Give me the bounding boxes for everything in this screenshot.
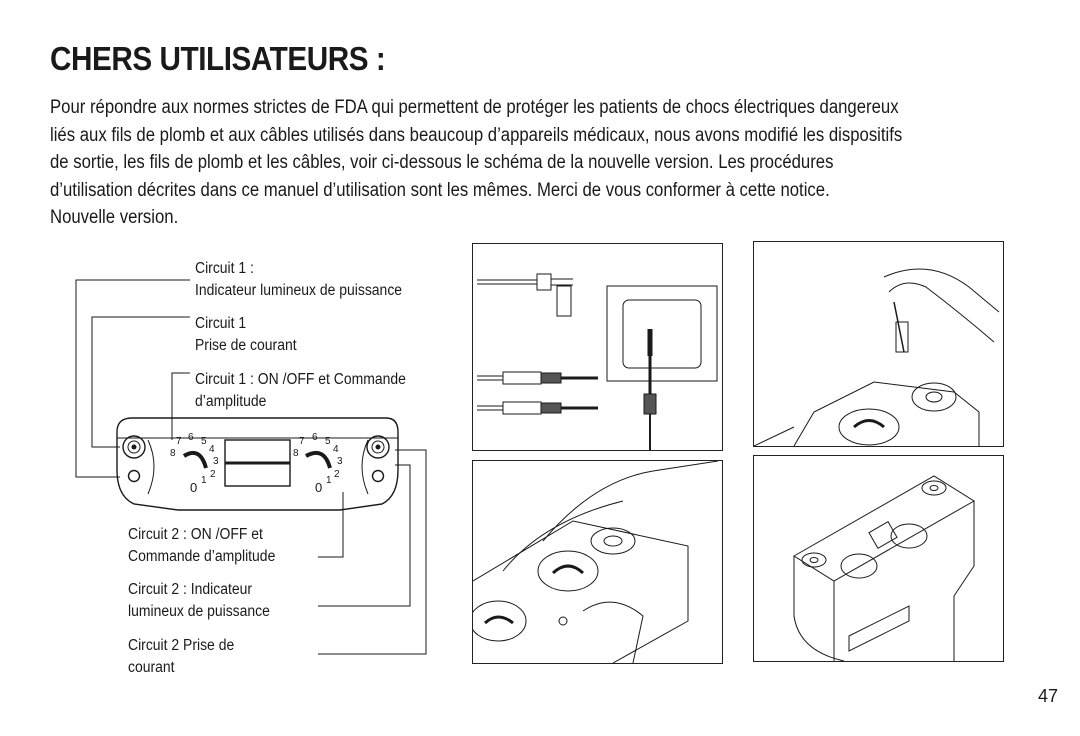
dial-number: 3	[213, 456, 219, 467]
circuit2-indicator-label: Circuit 2 : Indicateur lumineux de puiss…	[128, 581, 270, 620]
dial-number: 4	[333, 444, 339, 455]
circuit2-socket	[366, 435, 390, 459]
intro-line: liés aux fils de plomb et aux câbles uti…	[50, 124, 903, 146]
intro-line: Pour répondre aux normes strictes de FDA…	[50, 97, 899, 118]
leader-line	[318, 449, 427, 655]
hand-plug-illustration	[753, 268, 1000, 447]
device-view-illustration	[793, 475, 975, 662]
intro-line: d’utilisation décrites dans ce manuel d’…	[50, 179, 830, 201]
leader-line	[318, 464, 411, 607]
circuit2-indicator	[371, 469, 385, 483]
dial-number: 8	[293, 448, 299, 459]
dial-number: 8	[170, 448, 176, 459]
hand-dial-illustration	[469, 460, 719, 664]
circuit1-indicator-label: Circuit 1 : Indicateur lumineux de puiss…	[195, 260, 403, 299]
dial-number: 6	[188, 432, 194, 443]
dial-number: 5	[201, 436, 207, 447]
dial-number: 0	[315, 480, 322, 495]
page-number: 47	[1037, 686, 1058, 706]
dial-number: 1	[201, 475, 207, 486]
circuit2-dial	[305, 451, 332, 469]
figure-hand-plug	[753, 241, 1004, 447]
leader-line	[75, 279, 190, 478]
dial-number: 2	[210, 469, 216, 480]
leader-line	[318, 492, 344, 558]
intro-line: Nouvelle version.	[50, 207, 179, 228]
circuit1-onoff-label: Circuit 1 : ON /OFF et Commande d’amplit…	[195, 371, 406, 410]
dial-number: 1	[326, 475, 332, 486]
cables-electrode-illustration	[477, 273, 718, 450]
dial-number: 7	[299, 436, 305, 447]
figure-cables-electrode	[472, 243, 723, 451]
dial-number: 3	[337, 456, 343, 467]
dial-number: 7	[176, 436, 182, 447]
circuit1-socket	[122, 435, 146, 459]
dial-number: 4	[209, 444, 215, 455]
intro-line: de sortie, les fils de plomb et les câbl…	[50, 152, 834, 173]
page-title: CHERS UTILISATEURS :	[50, 40, 386, 77]
dial-number: 5	[325, 436, 331, 447]
device-front-panel: 7 6 5 4 3 2 1 8 0 7 6 5 4 3 2 1 8 0	[75, 279, 427, 655]
figure-hand-dial	[469, 460, 723, 664]
leader-line	[171, 372, 190, 440]
figure-device-view	[753, 455, 1004, 662]
dial-number: 0	[190, 480, 197, 495]
circuit1-dial	[182, 451, 208, 469]
device-body	[116, 417, 399, 511]
intro-paragraph: Pour répondre aux normes strictes de FDA…	[50, 94, 1044, 232]
circuit1-indicator	[127, 469, 141, 483]
dial-number: 6	[312, 432, 318, 443]
dial-number: 2	[334, 469, 340, 480]
circuit2-onoff-label: Circuit 2 : ON /OFF et Commande d’amplit…	[128, 526, 276, 565]
leader-line	[91, 316, 190, 448]
circuit1-socket-label: Circuit 1 Prise de courant	[195, 315, 297, 354]
circuit2-socket-label: Circuit 2 Prise de courant	[128, 637, 235, 676]
